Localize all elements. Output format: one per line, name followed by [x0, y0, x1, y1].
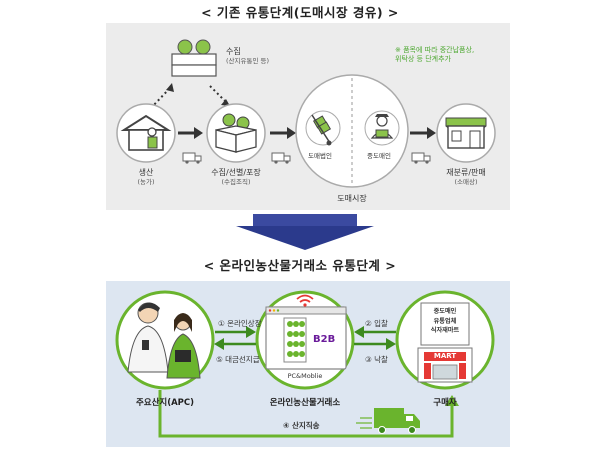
arrow-right-icon — [215, 326, 256, 338]
middle-wholesaler-label: 중도매인 — [367, 152, 391, 160]
step-bid: ② 입찰 — [365, 319, 388, 328]
wholesale-corp-label: 도매법인 — [308, 152, 332, 160]
title-existing-distribution: < 기존 유통단계(도매시장 경유) > — [201, 5, 399, 20]
arrow-left-icon — [214, 338, 256, 350]
step-prepayment: ⑤ 대금선지급 — [216, 355, 260, 364]
stage-collect-sort-pack-sub: (수집조직) — [221, 178, 251, 186]
collect-label-text: 수집 — [226, 47, 241, 56]
dotted-arrow-up-icon — [150, 83, 174, 109]
mart-sign: MART — [433, 352, 457, 360]
stage-note-line-1: ※ 품목에 따라 중간납품상, — [395, 46, 475, 54]
arrow-right-icon — [354, 338, 396, 350]
wifi-icon — [296, 294, 314, 307]
stage-producer-label: 생산 (농가) — [126, 168, 166, 186]
stage-note: ※ 품목에 따라 중간납품상, 위탁상 등 단계추가 — [395, 46, 474, 65]
node-buyer-label: 구매자 — [433, 398, 457, 408]
truck-icon — [411, 152, 431, 164]
node-exchange-label: 온라인농산물거래소 — [269, 398, 341, 408]
buyer-sign: 중도매인 유통업체 식자재마트 — [421, 307, 469, 336]
buyer-sign-line-1: 중도매인 — [433, 308, 457, 315]
truck-icon — [182, 152, 202, 164]
arrow-right-icon — [410, 127, 436, 139]
hand-truck-icon — [305, 110, 341, 146]
collect-sort-pack-icon — [206, 103, 266, 163]
middle-wholesaler-icon — [364, 110, 400, 146]
stage-collect-sort-pack-label: 수집/선별/포장 (수집조직) — [201, 168, 271, 186]
collect-label-sub: (산지유통인 등) — [226, 57, 270, 65]
arrow-left-icon — [354, 326, 396, 338]
stage-note-line-2: 위탁상 등 단계추가 — [395, 55, 451, 64]
step-award: ③ 낙찰 — [365, 355, 388, 364]
title-online-distribution: < 온라인농산물거래소 유통단계 > — [203, 258, 397, 273]
step-direct-shipping: ④ 산지직송 — [283, 421, 320, 430]
buyer-sign-line-2: 유통업체 — [433, 317, 457, 325]
buyer-sign-line-3: 식자재마트 — [430, 327, 460, 335]
arrow-right-icon — [270, 127, 296, 139]
retail-store-icon — [436, 103, 496, 163]
stage-producer-text: 생산 — [138, 168, 154, 177]
stage-retail-sub: (소매상) — [454, 178, 478, 186]
delivery-truck-icon — [356, 408, 420, 434]
collect-label: 수집 (산지유통인 등) — [226, 47, 269, 65]
step-online-listing: ① 온라인상장 — [218, 319, 262, 328]
collector-crate-icon — [171, 39, 217, 77]
wholesale-market-label: 도매시장 — [337, 194, 367, 203]
buyer-mart-icon — [395, 290, 495, 390]
transition-arrow-icon — [236, 214, 374, 250]
truck-icon — [271, 152, 291, 164]
apc-farmers-icon — [115, 290, 215, 390]
stage-retail-text: 재분류/판매 — [446, 168, 486, 177]
dotted-arrow-down-icon — [209, 85, 230, 106]
screen-caption: PC&Moblie — [287, 372, 323, 380]
producer-farm-icon — [116, 103, 176, 163]
stage-producer-sub: (농가) — [137, 178, 155, 186]
wholesale-market-icon — [295, 74, 409, 188]
online-exchange-icon — [255, 290, 355, 390]
node-apc-label: 주요산지(APC) — [135, 398, 195, 408]
direct-shipping-arrow-icon — [158, 390, 459, 438]
stage-collect-sort-pack-text: 수집/선별/포장 — [211, 168, 261, 177]
stage-retail-label: 재분류/판매 (소매상) — [436, 168, 496, 186]
b2b-label: B2B — [313, 334, 336, 345]
arrow-right-icon — [178, 127, 203, 139]
